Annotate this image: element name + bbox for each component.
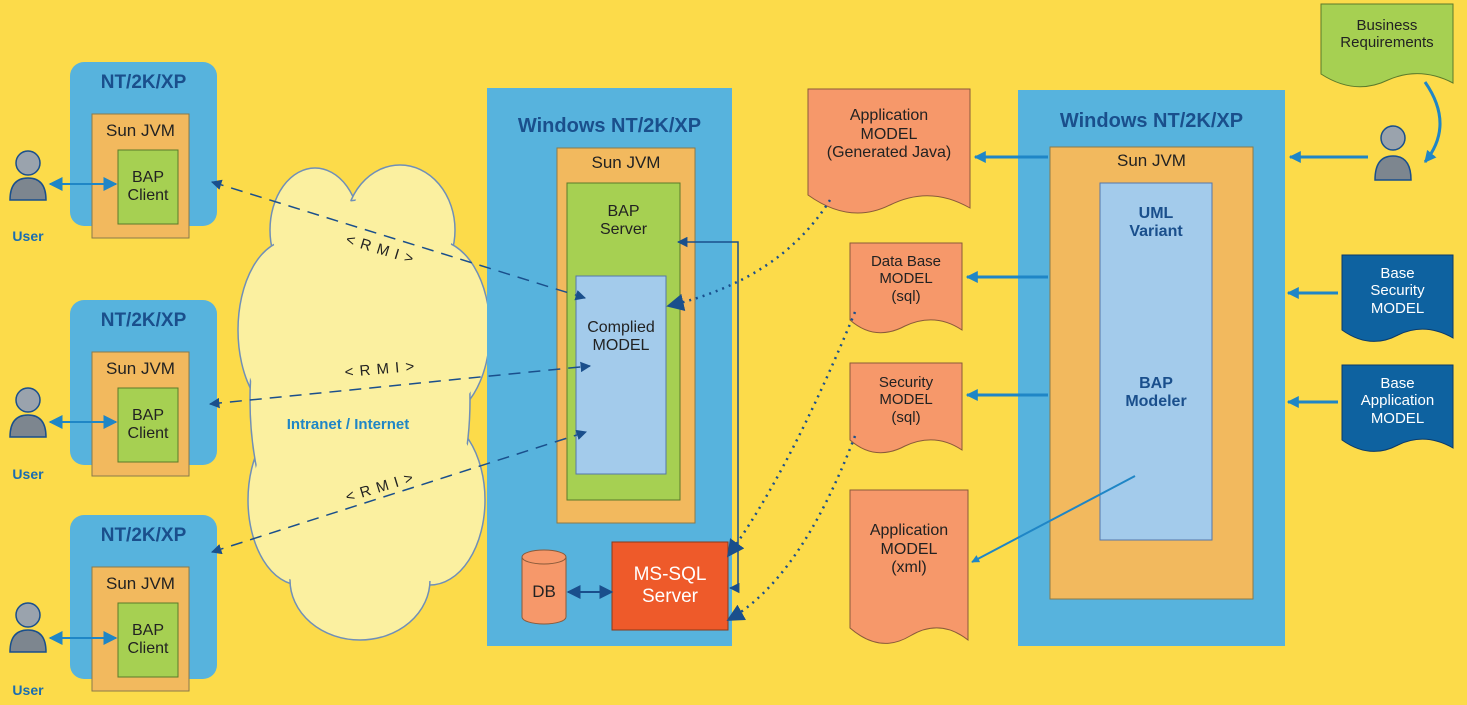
- user-icon-3: [9, 602, 47, 653]
- designer-user-icon: [1374, 125, 1412, 181]
- server-app-label: BAP Server: [599, 202, 648, 238]
- client-jvm-label: Sun JVM: [106, 574, 175, 594]
- user-icon-2: [9, 387, 47, 438]
- server-sql-link: [676, 236, 740, 594]
- doc-db-sql-label: Data Base MODEL (sql): [870, 253, 942, 305]
- secsql-to-sql-link: [726, 435, 857, 622]
- client-os-label: NT/2K/XP: [100, 310, 187, 332]
- bap-modeler-label: BAP Modeler: [1125, 374, 1187, 410]
- modeler-jvm-label: Sun JVM: [1117, 151, 1186, 171]
- server-jvm-label: Sun JVM: [591, 153, 661, 173]
- user-label: User: [12, 227, 44, 244]
- doc-shapes: [807, 88, 971, 644]
- doc-app-xml-label: Application MODEL (xml): [869, 522, 949, 577]
- network-label: Intranet / Internet: [286, 416, 410, 434]
- user-icon-1: [9, 150, 47, 201]
- doc-sec-sql-label: Security MODEL (sql): [878, 374, 934, 426]
- rmi-link-1: [210, 179, 587, 301]
- db-label: DB: [532, 582, 556, 602]
- server-os-label: Windows NT/2K/XP: [517, 114, 702, 137]
- uml-variant-label: UML Variant: [1129, 204, 1183, 240]
- base-security-doc-shape: [1341, 254, 1454, 342]
- rmi-link-3: [211, 429, 587, 555]
- rmi-link-2: [208, 361, 592, 409]
- client-jvm-label: Sun JVM: [106, 121, 175, 141]
- dbsql-to-sql-link: [726, 311, 857, 558]
- compiled-model-label: Complied MODEL: [587, 318, 655, 354]
- base-application-doc-shape: [1341, 364, 1454, 452]
- base-application-label: Base Application MODEL: [1360, 375, 1435, 427]
- base-security-label: Base Security MODEL: [1370, 265, 1425, 317]
- modeler-node: [1018, 90, 1285, 646]
- client-os-label: NT/2K/XP: [100, 525, 187, 547]
- modeler-os-label: Windows NT/2K/XP: [1059, 109, 1244, 132]
- user-label: User: [12, 465, 44, 482]
- business-doc-shape: [1320, 3, 1454, 88]
- client-jvm-label: Sun JVM: [106, 359, 175, 379]
- business-requirements-label: Business Requirements: [1340, 16, 1434, 51]
- client-app-label: BAP Client: [127, 406, 169, 442]
- client-app-label: BAP Client: [127, 621, 169, 657]
- user-label: User: [12, 681, 44, 698]
- mssql-label: MS-SQL Server: [633, 564, 707, 607]
- client-os-label: NT/2K/XP: [100, 72, 187, 94]
- business-to-user-arrow: [1423, 81, 1442, 163]
- java-to-model-link: [666, 199, 832, 311]
- client-app-label: BAP Client: [127, 168, 169, 204]
- doc-app-java-label: Application MODEL (Generated Java): [826, 107, 952, 162]
